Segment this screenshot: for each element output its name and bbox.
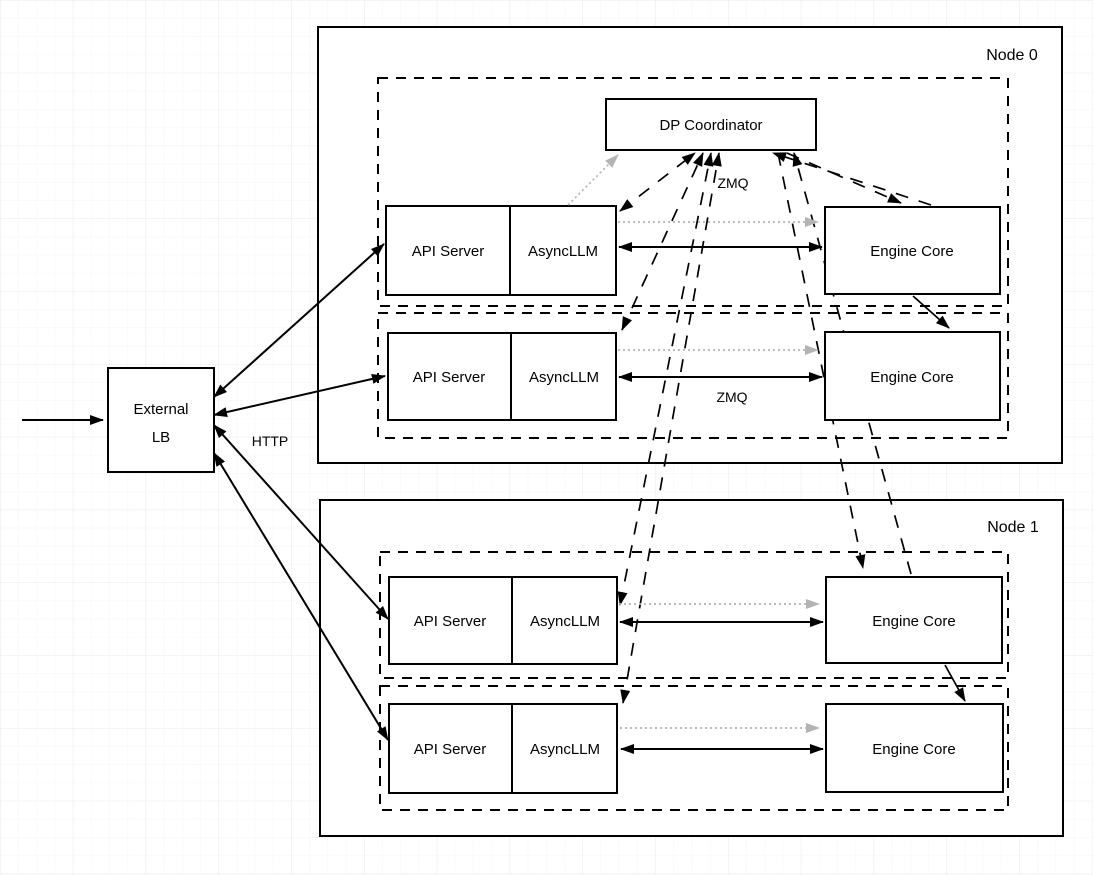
- engine-core-label: Engine Core: [872, 741, 955, 758]
- external-lb-label-line1: External: [133, 401, 188, 418]
- edge-enginecore-n0r1-enginecore-n0r2[interactable]: [912, 295, 950, 329]
- node0-label: Node 0: [986, 47, 1038, 64]
- edge-enginecore-n1r1-enginecore-n1r2[interactable]: [944, 664, 966, 702]
- engine-core-box-n0r1[interactable]: Engine Core: [824, 206, 1001, 295]
- api-server-label: API Server: [413, 369, 486, 386]
- dp-coordinator-box[interactable]: DP Coordinator: [605, 98, 817, 151]
- zmq-edge-enginecore-n0r1-coordinator[interactable]: [772, 152, 932, 206]
- api-server-asyncllm-box-n1r2[interactable]: API Server AsyncLLM: [388, 703, 618, 794]
- zmq-edge-coordinator-enginecore-n0r1[interactable]: [786, 152, 902, 204]
- api-server-asyncllm-box-n0r1[interactable]: API Server AsyncLLM: [385, 205, 617, 296]
- dotted-edge-asyncllm-n0r1-coordinator[interactable]: [567, 154, 619, 206]
- engine-core-label: Engine Core: [870, 369, 953, 386]
- asyncllm-label: AsyncLLM: [530, 741, 600, 758]
- engine-core-box-n1r1[interactable]: Engine Core: [825, 576, 1003, 664]
- api-server-asyncllm-box-n1r1[interactable]: API Server AsyncLLM: [388, 576, 618, 665]
- asyncllm-label: AsyncLLM: [530, 613, 600, 630]
- http-label: HTTP: [252, 433, 289, 449]
- zmq-label-coordinator: ZMQ: [717, 175, 748, 191]
- api-server-label: API Server: [414, 613, 487, 630]
- node1-label: Node 1: [987, 519, 1039, 536]
- zmq-label-engine: ZMQ: [716, 389, 747, 405]
- api-server-label: API Server: [412, 243, 485, 260]
- http-edge-lb-apiserver-n0r1[interactable]: [213, 243, 385, 398]
- http-edge-lb-apiserver-n1r2[interactable]: [213, 452, 389, 741]
- external-lb-label-line2: LB: [152, 429, 170, 446]
- asyncllm-label: AsyncLLM: [529, 369, 599, 386]
- engine-core-box-n0r2[interactable]: Engine Core: [824, 331, 1001, 421]
- api-server-asyncllm-box-n0r2[interactable]: API Server AsyncLLM: [387, 332, 617, 421]
- engine-core-label: Engine Core: [872, 613, 955, 630]
- asyncllm-label: AsyncLLM: [528, 243, 598, 260]
- http-edge-lb-apiserver-n0r2[interactable]: [213, 374, 386, 417]
- dp-coordinator-label: DP Coordinator: [659, 117, 762, 134]
- api-server-label: API Server: [414, 741, 487, 758]
- external-lb-box[interactable]: External LB: [107, 367, 215, 473]
- engine-core-label: Engine Core: [870, 243, 953, 260]
- engine-core-box-n1r2[interactable]: Engine Core: [825, 703, 1004, 793]
